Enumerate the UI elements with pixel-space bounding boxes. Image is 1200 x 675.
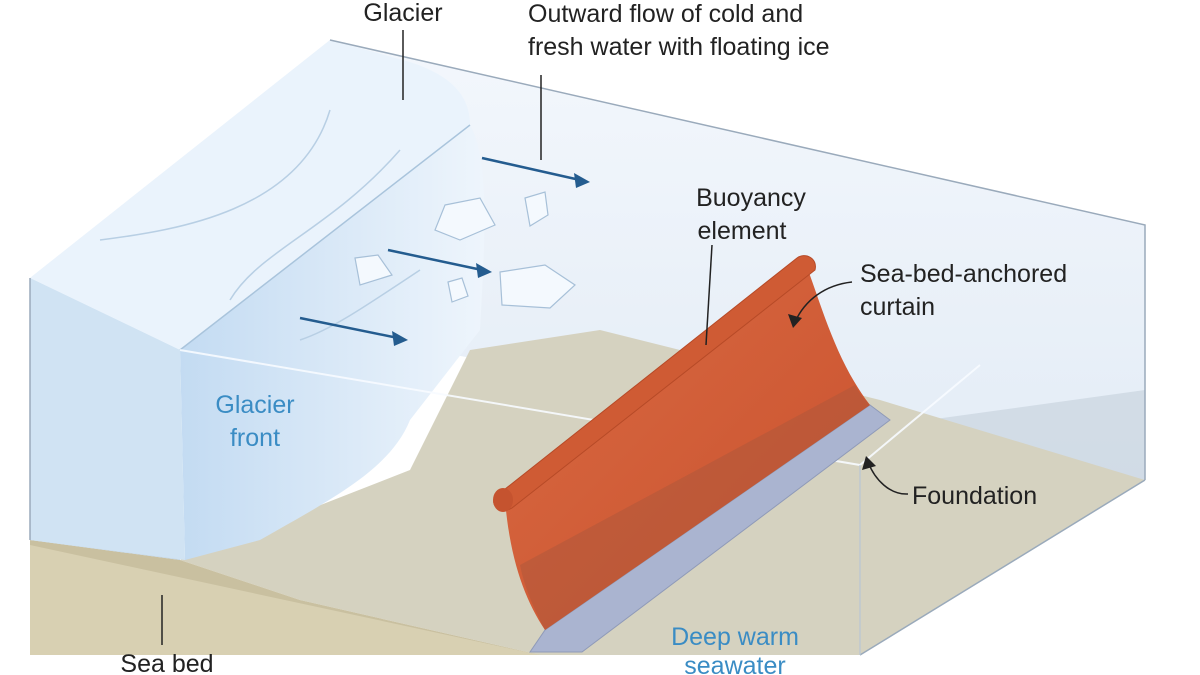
ice-floe-5 <box>447 277 469 303</box>
flow-arrows <box>299 156 590 346</box>
label-deep-warm-1: Deep warm <box>671 623 799 651</box>
glacier-front-edge <box>179 124 471 351</box>
ice-floe-4 <box>499 264 576 309</box>
glacier-front-face <box>180 125 485 560</box>
label-sea-bed: Sea bed <box>120 650 213 675</box>
ice-floe-3 <box>354 254 393 286</box>
flow-arrow-2-head <box>476 263 492 278</box>
label-glacier-front-2: front <box>230 424 280 452</box>
ice-floe-2 <box>524 191 549 227</box>
curtain-underwater-shade <box>520 385 870 630</box>
label-glacier-front-1: Glacier <box>215 391 294 419</box>
label-curtain-2: curtain <box>860 293 935 321</box>
label-deep-warm-2: seawater <box>684 652 785 675</box>
flow-arrow-1-head <box>574 173 590 188</box>
glacier-crevasse-lines <box>99 109 421 341</box>
label-buoyancy-1: Buoyancy <box>696 184 806 212</box>
label-buoyancy-2: element <box>698 217 787 245</box>
curtain-leader <box>794 281 853 323</box>
block-outline <box>29 39 1146 656</box>
buoyancy-leader <box>705 244 713 346</box>
flow-arrow-1 <box>481 156 581 182</box>
foundation-base <box>529 404 891 653</box>
label-foundation: Foundation <box>912 482 1037 510</box>
glacier-top <box>30 40 470 350</box>
label-glacier: Glacier <box>363 0 442 27</box>
ice-floe-1 <box>434 197 496 241</box>
label-outward-flow-2: fresh water with floating ice <box>528 33 830 61</box>
flow-arrow-3-head <box>392 331 408 346</box>
flow-arrow-2 <box>387 248 483 272</box>
floating-ice <box>354 191 576 309</box>
label-curtain-1: Sea-bed-anchored <box>860 260 1067 288</box>
sea-bed-anchored-curtain <box>505 262 870 630</box>
foundation-leader-arrowhead <box>862 456 876 470</box>
glacier-side-face <box>30 278 185 560</box>
buoyancy-element-end <box>493 488 513 512</box>
label-outward-flow-1: Outward flow of cold and <box>528 0 803 28</box>
leader-lines <box>161 30 909 645</box>
sea-bed-front-strip <box>30 545 540 655</box>
curtain-leader-arrowhead <box>788 314 802 328</box>
flow-arrow-3 <box>299 316 399 340</box>
